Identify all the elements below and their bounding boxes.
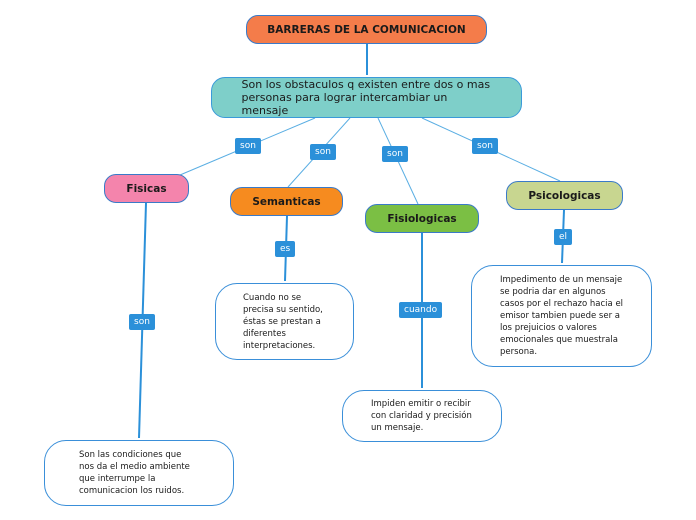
title-text: BARRERAS DE LA COMUNICACION	[267, 23, 466, 36]
connector-label-el[interactable]: el	[554, 229, 573, 245]
category-fisiologicas-label: Fisiologicas	[387, 212, 457, 225]
description-psicologicas[interactable]: Impedimento de un mensaje se podria dar …	[471, 265, 652, 367]
category-semanticas[interactable]: Semanticas	[230, 187, 343, 216]
category-fisiologicas[interactable]: Fisiologicas	[365, 204, 479, 233]
category-psicologicas[interactable]: Psicologicas	[506, 181, 623, 210]
category-fisicas[interactable]: Fisicas	[104, 174, 189, 203]
category-semanticas-label: Semanticas	[252, 195, 321, 208]
connector-label-son-fisiologicas[interactable]: son	[382, 146, 408, 162]
category-psicologicas-label: Psicologicas	[528, 189, 601, 202]
description-semanticas-text: Cuando no se precisa su sentido, éstas s…	[243, 292, 323, 351]
description-fisicas[interactable]: Son las condiciones que nos da el medio …	[44, 440, 234, 506]
connector-label-son-fisicas[interactable]: son	[235, 138, 261, 154]
definition-node[interactable]: Son los obstaculos q existen entre dos o…	[211, 77, 522, 118]
description-fisiologicas-text: Impiden emitir o recibir con claridad y …	[371, 399, 472, 433]
connector-label-son-desc-fisicas[interactable]: son	[129, 314, 155, 330]
connector-label-son-semanticas[interactable]: son	[310, 144, 336, 160]
category-fisicas-label: Fisicas	[126, 182, 167, 195]
connector-label-es[interactable]: es	[275, 241, 296, 257]
description-semanticas[interactable]: Cuando no se precisa su sentido, éstas s…	[215, 283, 354, 360]
description-fisiologicas[interactable]: Impiden emitir o recibir con claridad y …	[342, 390, 502, 442]
title-node[interactable]: BARRERAS DE LA COMUNICACION	[246, 15, 487, 44]
definition-text: Son los obstaculos q existen entre dos o…	[241, 78, 491, 117]
description-psicologicas-text: Impedimento de un mensaje se podria dar …	[500, 275, 624, 357]
connector-label-cuando[interactable]: cuando	[399, 302, 443, 318]
description-fisicas-text: Son las condiciones que nos da el medio …	[79, 450, 190, 496]
connector-label-son-psicologicas[interactable]: son	[472, 138, 498, 154]
